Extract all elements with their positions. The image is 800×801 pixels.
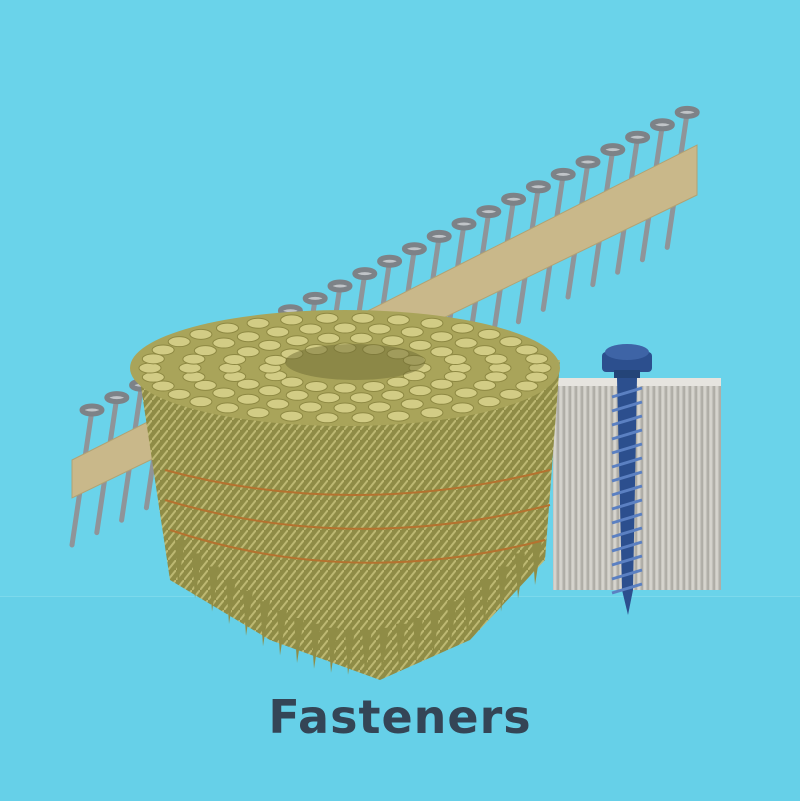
brad-nail-strip [553, 378, 721, 590]
coil-nails [130, 310, 560, 680]
blue-screw [602, 344, 652, 615]
category-title: Fasteners [268, 690, 532, 744]
